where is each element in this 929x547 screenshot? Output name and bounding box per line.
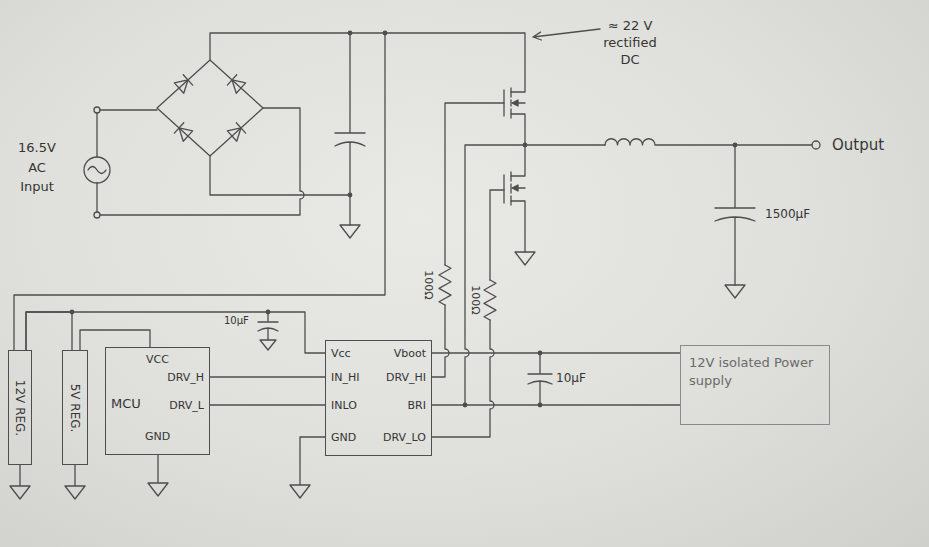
diode-symbol [174,75,192,93]
diode-symbol [227,75,245,93]
input-label: 16.5V AC Input [14,138,60,197]
gate-wire [490,190,504,280]
pin-name: DRV_HI [386,371,426,385]
supply-name: 12V isolated Power supply [689,354,821,389]
wire-connector [210,404,325,405]
wire-connector [210,376,325,377]
gate-wire [432,305,449,377]
gate-wire [445,103,504,265]
regulator-box: 5V REG. [62,350,88,465]
mosfet-arrow [512,100,518,106]
diode-symbol [227,123,245,141]
resistor-symbol [484,280,496,320]
resistance-value: 100Ω [422,270,435,299]
regulator-name: 12V REG. [13,379,27,435]
wire [100,108,304,215]
capacitance-value: 10µF [556,371,586,385]
wire [210,156,350,195]
ground-symbol [10,465,30,499]
ground-symbol [65,465,85,499]
power-supply-box: 12V isolated Power supply [680,345,830,425]
output-label: Output [832,136,884,154]
wire-connector [26,312,72,350]
bootstrap-wire [465,145,525,405]
ground-symbol [148,455,168,496]
regulator-box: 12V REG. [8,350,32,465]
pin-name: BRI [408,399,426,413]
capacitor-symbol [715,145,755,285]
pin-name: DRV_L [169,399,204,413]
pin-name: Vcc [331,347,351,361]
bridge-rectifier [157,60,263,156]
ground-symbol [260,340,276,350]
regulator-name: 5V REG. [68,383,82,432]
terminal [94,107,100,113]
pin-name: INLO [331,399,357,413]
ground-symbol [290,437,325,498]
capacitance-value: 1500µF [765,207,810,221]
capacitor-symbol [528,353,552,405]
resistor-symbol [439,265,451,305]
mosfet-symbol [511,188,525,252]
mosfet-symbol [511,103,525,145]
capacitance-value: 10µF [224,315,249,326]
ground-symbol [340,225,360,238]
pin-name: Vboot [394,347,426,361]
inductor-symbol [605,139,812,145]
pin-name: VCC [146,353,169,367]
mosfet-gate [503,175,504,203]
gate-wire [432,320,494,437]
mcu-box: VCC DRV_H MCU DRV_L GND [105,347,210,455]
mosfet-channel [510,172,511,205]
pin-name: GND [331,431,356,445]
resistance-value: 100Ω [469,285,482,314]
gate-driver-box: Vcc VbootIN_HI DRV_HI INLO BRI GND DRV_LO [325,340,432,456]
pin-name: DRV_H [167,371,204,385]
pin-name: GND [145,430,170,444]
ground-symbol [515,252,535,265]
junction-dot [348,31,353,36]
sine-symbol [88,167,106,174]
capacitor-symbol [335,33,365,225]
terminal [94,212,100,218]
wire [96,113,97,212]
junction-dot [348,193,353,198]
dc-rail [210,33,525,92]
output-terminal [812,141,820,149]
capacitor-symbol [258,312,278,340]
chip-name: MCU [111,397,141,411]
wire-connector [432,404,680,405]
wire [100,109,157,110]
diode-symbol [174,123,192,141]
mosfet-arrow [512,185,518,191]
wire-connector [432,352,680,353]
ground-symbol [725,285,745,298]
wire [14,33,385,350]
wire [511,145,525,176]
ac-source-symbol [84,157,110,183]
leader-arrow [533,29,600,40]
voltage-note: ≈ 22 V rectified DC [592,18,668,69]
wire [525,144,605,145]
pin-name: IN_HI [331,371,360,385]
pin-name: DRV_LO [383,431,426,445]
